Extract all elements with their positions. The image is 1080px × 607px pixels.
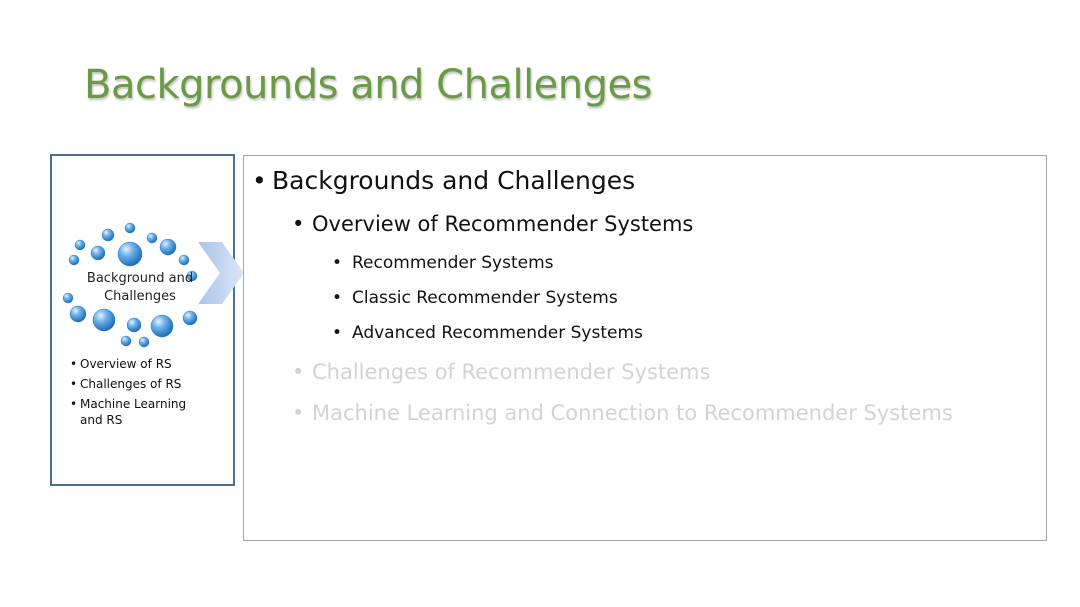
bullet: • [292, 212, 305, 236]
outline-subitem-label: Advanced Recommender Systems [352, 323, 643, 343]
bullet: • [292, 360, 305, 384]
outline-section-label: Machine Learning and Connection to Recom… [312, 401, 953, 425]
outline-section-label: Overview of Recommender Systems [312, 212, 694, 236]
nav-list: Overview of RS Challenges of RS Machine … [70, 356, 200, 432]
nav-item-challenges[interactable]: Challenges of RS [70, 376, 200, 392]
nav-heading-line2: Challenges [104, 289, 176, 304]
outline-subitem-recommender: • Recommender Systems [332, 253, 554, 273]
section-nav-panel[interactable]: Background and Challenges Overview of RS… [50, 154, 235, 486]
outline-subitem-label: Classic Recommender Systems [352, 288, 618, 308]
outline-section-overview: • Overview of Recommender Systems [292, 212, 693, 236]
nav-item-machine-learning[interactable]: Machine Learning and RS [70, 396, 200, 428]
outline-subitem-advanced: • Advanced Recommender Systems [332, 323, 643, 343]
nav-heading: Background and Challenges [60, 270, 220, 306]
chevron-right-icon [198, 242, 244, 304]
outline-main-item: •Backgrounds and Challenges [252, 166, 635, 195]
outline-subitem-label: Recommender Systems [352, 253, 554, 273]
slide-title: Backgrounds and Challenges [84, 62, 652, 108]
bullet: • [252, 166, 267, 195]
bullet: • [332, 253, 343, 273]
bullet: • [292, 401, 305, 425]
outline-section-label: Challenges of Recommender Systems [312, 360, 711, 384]
outline-main-label: Backgrounds and Challenges [272, 166, 636, 195]
bullet: • [332, 323, 343, 343]
nav-item-overview[interactable]: Overview of RS [70, 356, 200, 372]
nav-heading-line1: Background and [86, 271, 194, 286]
bullet: • [332, 288, 343, 308]
outline-section-challenges: • Challenges of Recommender Systems [292, 360, 710, 384]
outline-subitem-classic: • Classic Recommender Systems [332, 288, 618, 308]
bubble-cluster-graphic [62, 222, 198, 348]
content-box: •Backgrounds and Challenges •Overview of… [243, 155, 1047, 541]
outline-section-machine-learning: • Machine Learning and Connection to Reco… [292, 401, 953, 425]
